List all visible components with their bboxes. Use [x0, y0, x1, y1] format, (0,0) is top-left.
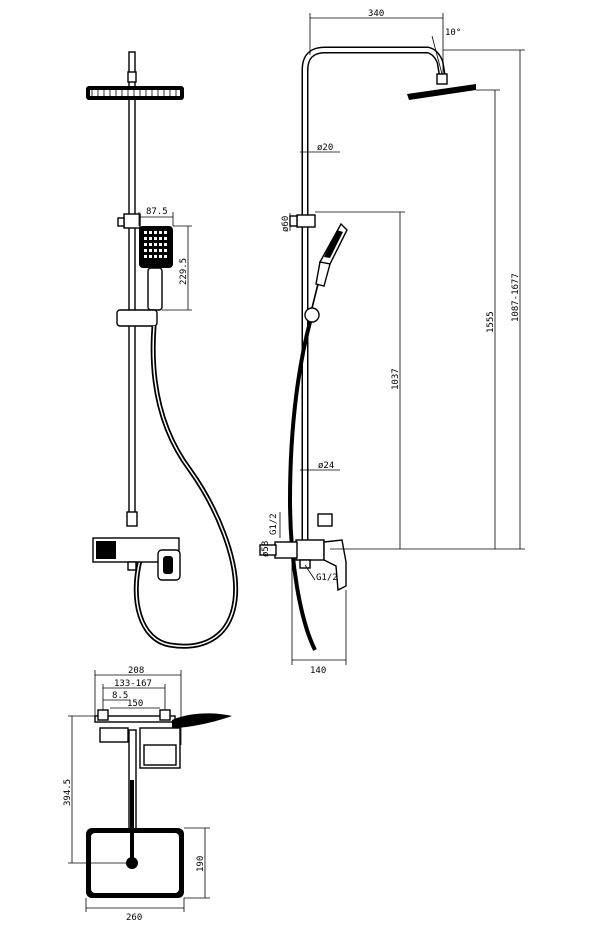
plan-hand-shower	[172, 713, 232, 728]
riser-pipe	[128, 51, 136, 523]
hand-length-dimension: 229.5	[162, 225, 192, 311]
plan-centers-label: 133-167	[114, 679, 152, 689]
plan-190-label: 190	[196, 856, 206, 872]
thread-upper-dimension: G1/2	[269, 512, 281, 538]
height-1037-dimension: 1037	[315, 211, 405, 549]
width-340-label: 340	[368, 9, 384, 19]
plan-centers-dimension: 133-167	[102, 679, 166, 710]
plan-208-label: 208	[128, 666, 144, 676]
side-view: 340 10° ø20 ø24 ø60 1037 1555	[259, 9, 525, 676]
thread-upper-label: G1/2	[269, 513, 279, 535]
top-cap	[127, 71, 137, 83]
hand-width-dimension: 87.5	[138, 207, 174, 226]
plan-190-dimension: 190	[184, 827, 210, 899]
plan-260-label: 260	[126, 913, 142, 923]
diverter	[126, 511, 138, 527]
plan-208-dimension: 208	[94, 666, 182, 745]
side-hose	[287, 321, 317, 651]
plan-150-dimension: 150	[110, 699, 160, 709]
plan-85-dimension: 8.5	[103, 691, 128, 701]
plan-85-label: 8.5	[112, 691, 128, 701]
height-1037-label: 1037	[391, 368, 401, 390]
side-ball-joint	[304, 307, 320, 323]
side-diverter	[317, 513, 333, 527]
hand-shower-spray-face	[144, 231, 167, 258]
side-lever	[323, 539, 347, 592]
front-view: 87.5 229.5	[86, 51, 239, 649]
rain-head-nozzles	[90, 90, 180, 96]
thread-side-dimension: ø58	[261, 541, 271, 557]
plan-valve	[99, 727, 129, 743]
side-upper-holder	[296, 214, 316, 228]
side-valve-body	[295, 539, 325, 561]
angle-label: 10°	[445, 28, 461, 38]
width-340-dimension: 340	[309, 9, 444, 74]
thread-side-label: ø58	[261, 541, 271, 557]
depth-140-dimension: 140	[291, 560, 347, 676]
plan-view: 208 133-167 8.5 150 394.5 190	[63, 666, 232, 923]
thread-lower-dimension: G1/2	[304, 564, 338, 583]
hand-width-label: 87.5	[146, 207, 168, 217]
pipe-bottom-dimension: ø24	[300, 461, 340, 471]
side-rain-head	[407, 84, 476, 100]
plan-3945-dimension: 394.5	[63, 715, 128, 864]
height-1555-dimension: 1555	[476, 89, 500, 549]
slider-dimension: ø60	[281, 213, 291, 232]
height-range-dimension: 1087-1677	[443, 49, 525, 549]
height-range-label: 1087-1677	[511, 273, 521, 322]
thread-lower-label: G1/2	[316, 573, 338, 583]
hand-shower-handle	[147, 267, 163, 311]
pipe-top-label: ø20	[317, 143, 333, 153]
plan-3945-label: 394.5	[63, 779, 73, 806]
depth-140-label: 140	[310, 666, 326, 676]
shower-hose	[133, 325, 239, 649]
plan-260-dimension: 260	[85, 898, 185, 923]
pipe-bottom-label: ø24	[318, 461, 334, 471]
lower-slider	[116, 309, 158, 327]
plan-150-label: 150	[127, 699, 143, 709]
pipe-top-dimension: ø20	[300, 143, 340, 153]
upper-holder	[123, 213, 141, 229]
hand-length-label: 229.5	[179, 258, 189, 285]
angle-dimension: 10°	[431, 28, 461, 75]
mixer-outlet	[127, 561, 137, 571]
slider-label: ø60	[281, 216, 291, 232]
height-1555-label: 1555	[486, 311, 496, 333]
